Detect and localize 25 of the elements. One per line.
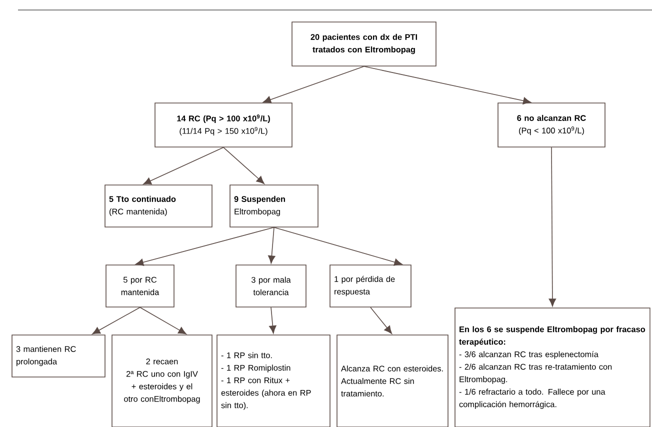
arrow <box>364 66 532 104</box>
arrow <box>135 226 274 266</box>
outcome-box: - 1 RP sin tto. - 1 RP Romiplostin - 1 RP con Ritux + esteroides (ahora en RP sin tto). <box>216 334 330 427</box>
outcome-box: En los 6 se suspende Eltrombopag por fracaso terapéutico: - 3/6 alcanzan RC tras esplenectomía - 2/6 alcanzan RC tras re-tratamiento con Eltrombopag. - 1/6 refractario a todo. Fallece por una complicación hemorrágica. <box>454 308 650 427</box>
arrow <box>370 307 392 334</box>
arrow <box>143 147 224 184</box>
process-box: 5 Tto continuado (RC mantenida) <box>104 184 212 228</box>
arrow <box>274 226 402 266</box>
arrow <box>263 66 364 104</box>
arrow <box>92 307 140 334</box>
process-box: 14 RC (Pq > 100 x10$^{9}$/L) (11/14 Pq > 150 x10$^{9}$/L) <box>154 102 292 148</box>
arrow <box>269 307 276 334</box>
outcome-box: Alcanza RC con esteroides. Actualmente RC sin tratamiento. <box>336 334 448 427</box>
process-box: 1 por pérdida de respuesta <box>330 264 412 308</box>
arrow <box>223 147 264 184</box>
outcome-box: 2 recaen 2ª RC uno con IgIV + esteroides y el otro conEltrombopag <box>112 334 212 427</box>
process-box: 6 no alcanzan RC (Pq < 100 x10$^{9}$/L) <box>498 102 606 148</box>
arrow <box>140 307 186 334</box>
process-box: 20 pacientes con dx de PTI tratados con Eltrombopag <box>292 22 436 66</box>
process-box: 5 por RC mantenida <box>106 264 174 308</box>
arrow <box>548 147 556 307</box>
process-box: 3 por mala tolerancia <box>236 264 306 308</box>
arrow <box>268 226 276 264</box>
outcome-box: 3 mantienen RC prolongada <box>12 334 106 378</box>
process-box: 9 Suspenden Eltrombopag <box>230 184 318 228</box>
